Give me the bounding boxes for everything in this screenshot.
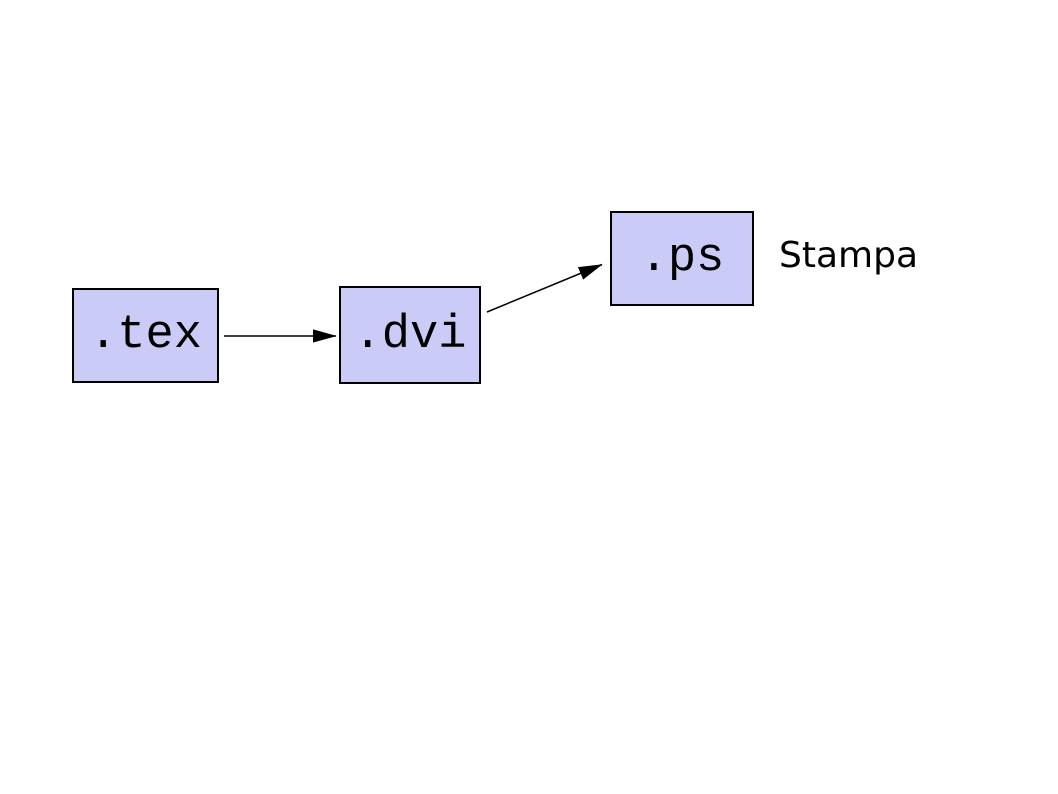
node-tex-label: .tex (89, 309, 202, 362)
node-ps-label: .ps (639, 232, 725, 285)
node-tex: .tex (72, 288, 219, 383)
node-dvi-label: .dvi (353, 308, 467, 362)
node-dvi: .dvi (339, 286, 481, 384)
node-ps: .ps (610, 211, 754, 306)
stampa-annotation: Stampa (779, 234, 919, 276)
arrow-dvi-to-ps (486, 263, 603, 313)
